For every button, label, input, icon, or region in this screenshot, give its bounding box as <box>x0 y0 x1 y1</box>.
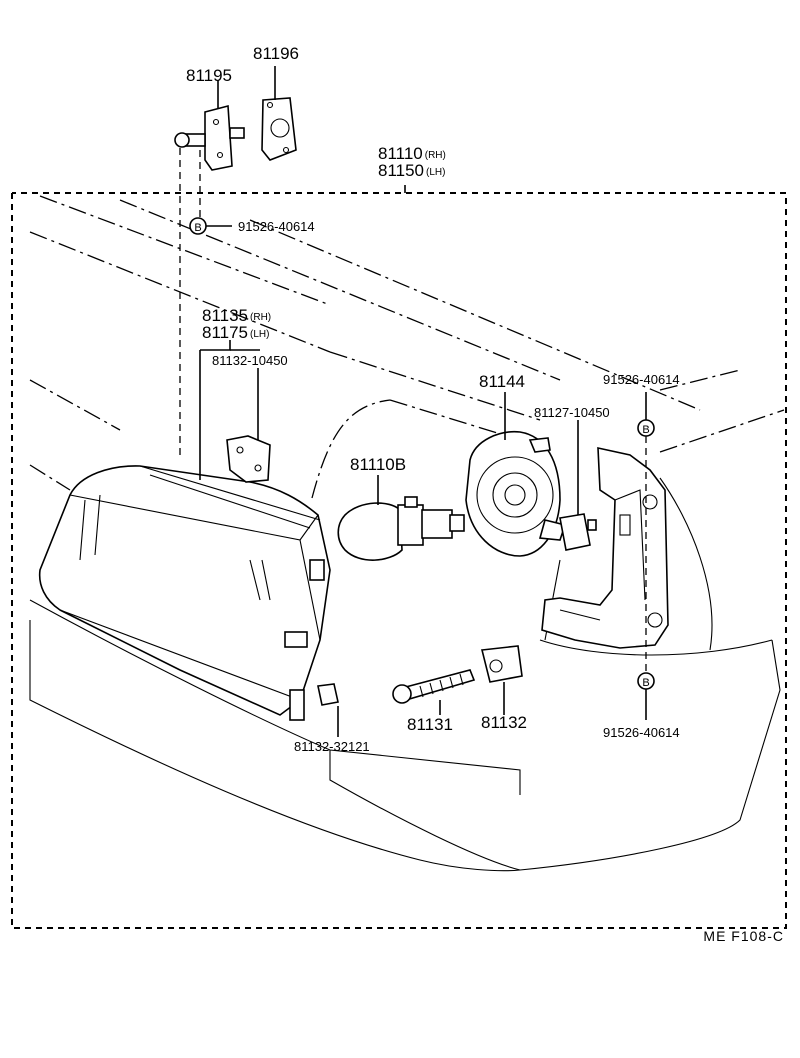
bolt-marker-top <box>189 217 232 235</box>
label-91526-top: 91526-40614 <box>238 219 315 234</box>
part-81132-10450-bracket <box>199 340 271 483</box>
label-81135-rh: (RH) <box>250 312 272 323</box>
bolt-letter-top: B <box>194 222 202 234</box>
bolt-letter-right-lower: B <box>642 677 650 689</box>
label-81132-10450: 81132-10450 <box>212 353 288 368</box>
label-81132: 81132 <box>481 713 528 732</box>
figure-code: ME F108-C <box>703 928 784 944</box>
label-81196: 81196 <box>253 44 300 63</box>
label-81132-32121: 81132-32121 <box>294 739 370 754</box>
label-91526-bottom: 91526-40614 <box>603 725 680 740</box>
label-81175-number: 81175 <box>202 323 249 342</box>
label-81110: 81110(RH) <box>378 144 446 164</box>
part-81196-plate <box>261 66 297 161</box>
label-81195: 81195 <box>186 66 233 85</box>
part-81127-10450-connector <box>559 420 597 551</box>
bolt-marker-right-upper <box>637 392 655 672</box>
headlamp-housing <box>38 465 331 721</box>
part-81132-32121-nut <box>317 683 339 737</box>
label-81150-lh: (LH) <box>426 167 446 178</box>
part-81144-socket <box>465 392 567 557</box>
label-81175-lh: (LH) <box>250 329 270 340</box>
label-81131: 81131 <box>407 715 454 734</box>
bolt-marker-right-lower <box>637 672 655 720</box>
part-81110B-bulb <box>337 475 465 561</box>
label-81175: 81175(LH) <box>202 323 270 343</box>
assembly-outline <box>11 185 787 929</box>
part-81195-adjuster <box>174 80 245 460</box>
label-81135: 81135(RH) <box>202 306 272 326</box>
headlamp-mounting-bracket <box>541 446 669 649</box>
label-81135-number: 81135 <box>202 306 249 325</box>
label-81144: 81144 <box>479 372 526 391</box>
label-81110-number: 81110 <box>378 144 423 163</box>
part-81131-screw <box>392 669 476 715</box>
label-81127-10450: 81127-10450 <box>534 405 610 420</box>
label-81110B: 81110B <box>350 455 407 474</box>
bolt-letter-right-upper: B <box>642 424 650 436</box>
label-81150-number: 81150 <box>378 161 425 180</box>
label-81150: 81150(LH) <box>378 161 446 181</box>
label-81110-rh: (RH) <box>424 150 446 161</box>
label-91526-right: 91526-40614 <box>603 372 680 387</box>
part-81132-nut <box>481 645 523 715</box>
